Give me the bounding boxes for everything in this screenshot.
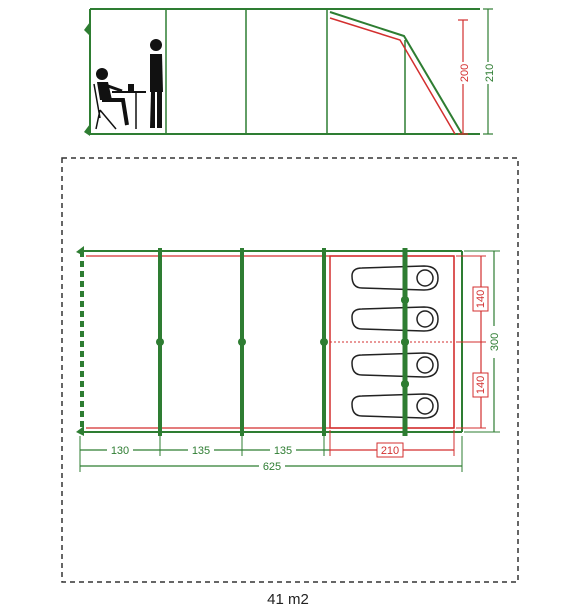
footprint-outline — [61, 157, 519, 583]
room-width-label-4: 210 — [381, 445, 399, 457]
room-width-label-1: 130 — [111, 445, 129, 457]
side-outer-height-label: 210 — [484, 64, 496, 82]
sleeping-width-label: 300 — [489, 333, 501, 351]
total-length-label: 625 — [263, 461, 281, 473]
bedroom-width-label-2: 140 — [475, 376, 487, 394]
bedroom-width-label-1: 140 — [475, 290, 487, 308]
sleeping-bag-icon — [351, 306, 439, 332]
side-inner-height-label: 200 — [459, 64, 471, 82]
room-width-label-3: 135 — [274, 445, 292, 457]
side-inner-slope — [329, 17, 456, 135]
side-left-peg-bottom — [84, 124, 90, 136]
floor-plan: 140 140 300 130 135 135 210 625 — [76, 246, 501, 473]
sleeping-bag-icon — [351, 265, 439, 291]
footprint-area-label: 41 m2 — [267, 591, 309, 608]
side-view: 200 210 — [84, 8, 496, 136]
seated-person-at-table-icon — [93, 68, 146, 130]
side-outer-slope — [329, 11, 463, 135]
sleeping-bag-icon — [351, 352, 439, 378]
sleeping-bag-icon — [351, 393, 439, 419]
standing-person-icon — [150, 39, 163, 128]
side-left-peg-top — [84, 22, 90, 36]
room-width-label-2: 135 — [192, 445, 210, 457]
